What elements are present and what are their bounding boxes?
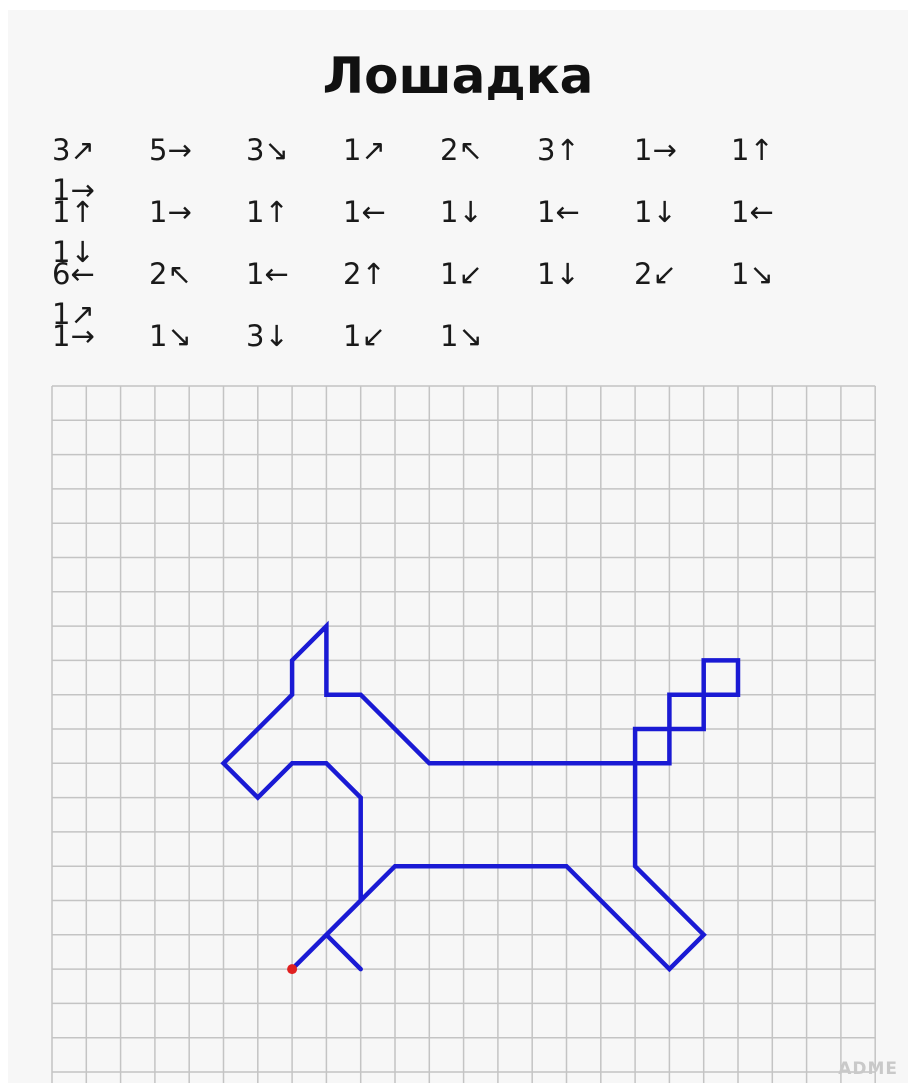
watermark-logo: ADME xyxy=(838,1059,898,1079)
puzzle-card: Лошадка 3↗5→3↘1↗2↖3↑1→1↑1→1↑1→1↑1←1↓1←1↓… xyxy=(8,10,908,1083)
grid-lines xyxy=(52,386,875,1083)
drawing-area xyxy=(8,10,908,1083)
start-point-marker xyxy=(287,964,297,974)
grid-svg xyxy=(8,10,908,1083)
